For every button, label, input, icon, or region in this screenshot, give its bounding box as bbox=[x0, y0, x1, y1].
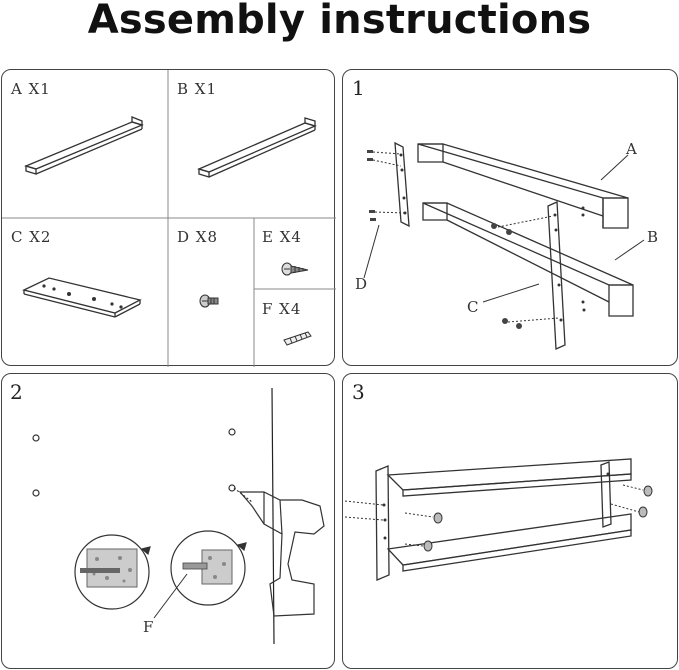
step-2-panel: 2 bbox=[1, 373, 335, 669]
step-1-panel: 1 bbox=[342, 69, 678, 366]
part-e-label: E X4 bbox=[262, 228, 302, 246]
page-title: Assembly instructions bbox=[87, 0, 592, 43]
step-3-panel: 3 bbox=[342, 373, 678, 669]
part-c-plate-illustration bbox=[22, 277, 142, 318]
parts-panel: A X1 B X1 C X2 D X8 E X4 F X4 bbox=[1, 69, 336, 367]
part-b-label: B X1 bbox=[177, 80, 218, 98]
step-1-callout-a: A bbox=[626, 140, 638, 158]
step-3-illustration bbox=[344, 458, 653, 581]
part-a-label: A X1 bbox=[11, 80, 51, 98]
step-2-number: 2 bbox=[10, 380, 23, 404]
part-c-label: C X2 bbox=[11, 228, 52, 246]
part-e-screw-icon bbox=[281, 262, 309, 276]
step-2-illustration bbox=[32, 387, 325, 645]
part-d-label: D X8 bbox=[177, 228, 219, 246]
step-1-illustration bbox=[363, 141, 645, 350]
part-a-bar-illustration bbox=[24, 116, 144, 175]
step-1-number: 1 bbox=[352, 76, 365, 100]
step-3-number: 3 bbox=[352, 380, 365, 404]
part-f-label: F X4 bbox=[262, 300, 302, 318]
step-1-callout-d: D bbox=[355, 275, 369, 293]
part-f-anchor-icon bbox=[283, 331, 312, 346]
step-2-callout-f: F bbox=[143, 618, 155, 636]
part-b-bar-illustration bbox=[197, 117, 317, 178]
step-1-callout-b: B bbox=[647, 228, 660, 246]
step-1-callout-c: C bbox=[467, 298, 480, 316]
parts-grid-lines bbox=[2, 70, 336, 367]
part-d-screw-icon bbox=[199, 294, 219, 308]
